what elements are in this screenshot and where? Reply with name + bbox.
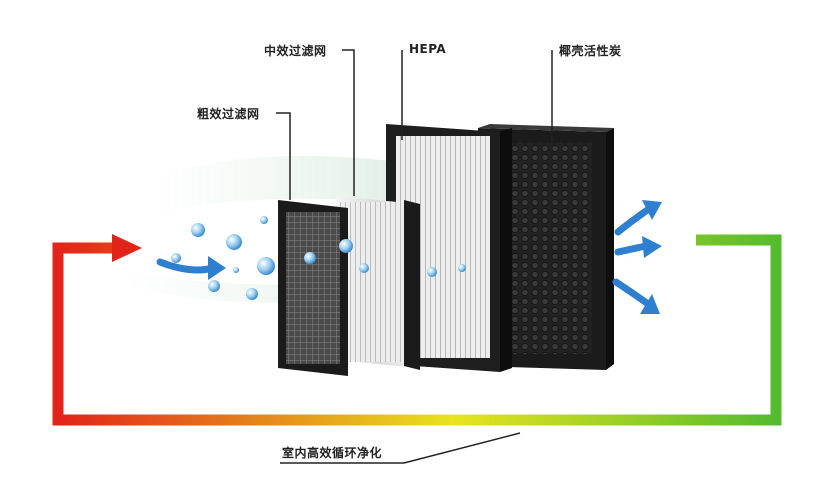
medium-filter-label: 中效过滤网 — [264, 44, 327, 58]
outflow-arrow-mid-icon — [614, 236, 662, 258]
leader-caption — [280, 432, 521, 464]
carbon-filter-label: 椰壳活性炭 — [559, 44, 622, 58]
leader-lines — [276, 49, 553, 464]
outflow-arrows — [612, 200, 662, 314]
circulation-caption: 室内高效循环净化 — [282, 446, 383, 460]
hepa-filter-label: HEPA — [409, 42, 447, 56]
loop-arrow-icon — [112, 234, 142, 262]
medium-filter — [336, 196, 420, 370]
water-droplets — [171, 216, 466, 300]
leader-medium — [342, 49, 355, 196]
intake-arrow-icon — [156, 256, 226, 280]
coarse-filter — [278, 200, 348, 376]
circulation-loop — [52, 234, 782, 426]
leader-coarse — [276, 112, 291, 200]
outflow-arrow-up-icon — [614, 200, 662, 236]
outflow-arrow-down-icon — [612, 278, 660, 314]
coarse-filter-label: 粗效过滤网 — [197, 107, 260, 121]
